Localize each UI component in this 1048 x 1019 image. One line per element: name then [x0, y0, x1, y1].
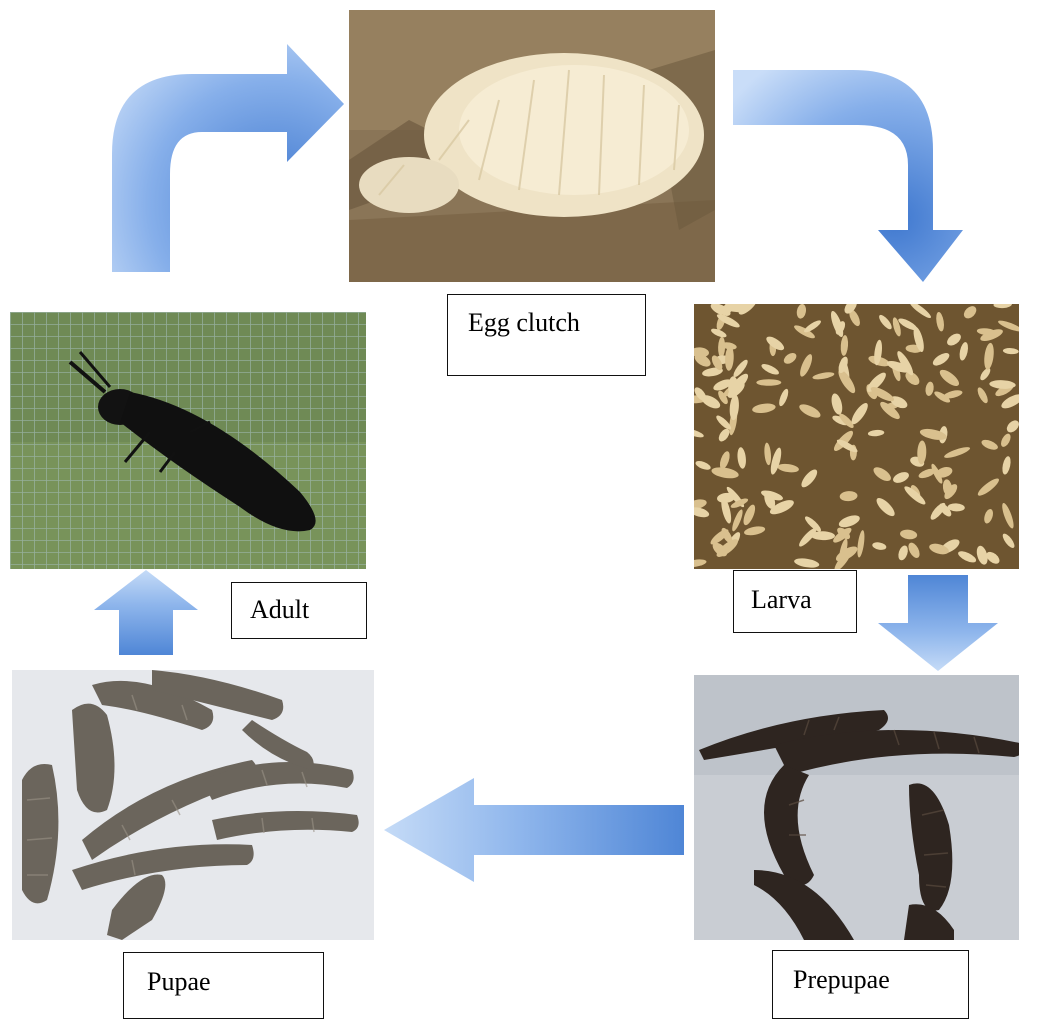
- arrow-pupae-to-adult: [94, 570, 198, 655]
- prepupae-label: Prepupae: [772, 950, 969, 1019]
- adult-label: Adult: [231, 582, 367, 639]
- pupae-photo: [12, 670, 374, 940]
- arrow-egg-to-larva: [733, 70, 989, 282]
- larva-photo: [694, 304, 1019, 569]
- arrow-adult-to-egg: [112, 44, 344, 272]
- prepupae-photo: [694, 675, 1019, 940]
- adult-photo: [10, 312, 366, 569]
- arrow-prepupae-to-pupae: [384, 778, 684, 882]
- larva-label: Larva: [733, 570, 857, 633]
- arrow-larva-to-prepupae: [878, 575, 998, 671]
- pupae-label: Pupae: [123, 952, 324, 1019]
- egg-clutch-photo: [349, 10, 715, 282]
- egg-clutch-label: Egg clutch: [447, 294, 646, 376]
